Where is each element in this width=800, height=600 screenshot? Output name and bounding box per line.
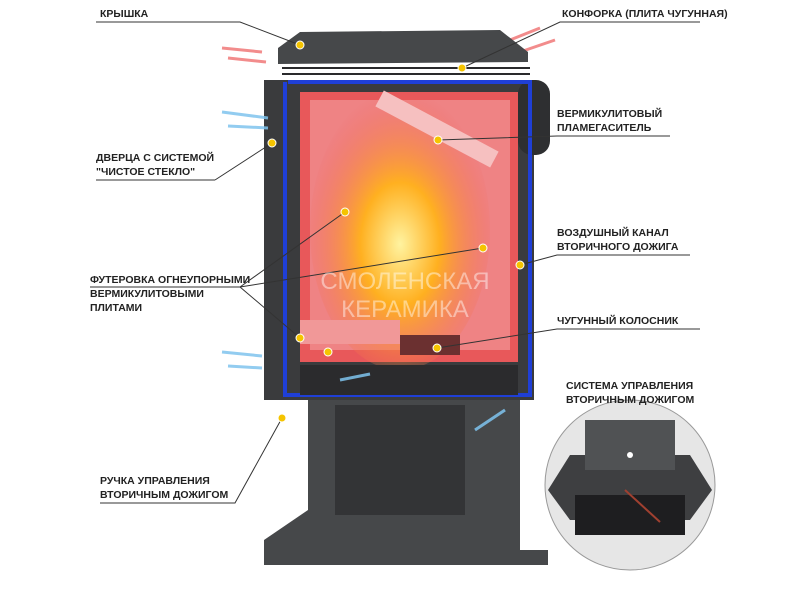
air-channel-outline [283, 80, 532, 397]
label-line: ВТОРИЧНЫМ ДОЖИГОМ [100, 489, 229, 501]
watermark: СМОЛЕНСКАЯ КЕРАМИКА [320, 268, 490, 323]
label-line: "ЧИСТОЕ СТЕКЛО" [96, 166, 196, 178]
flame [310, 90, 490, 370]
label-air-channel: ВОЗДУШНЫЙ КАНАЛ ВТОРИЧНОГО ДОЖИГА [557, 226, 679, 254]
air-arrows [221, 110, 506, 432]
flame-damper [375, 90, 499, 168]
label-door: ДВЕРЦА С СИСТЕМОЙ "ЧИСТОЕ СТЕКЛО" [96, 151, 214, 179]
label-line: ПЛАМЕГАСИТЕЛЬ [557, 122, 652, 134]
label-lid: КРЫШКА [100, 8, 149, 20]
flue-pipe [518, 80, 550, 155]
label-line: ВТОРИЧНОГО ДОЖИГА [557, 241, 679, 253]
label-line: ФУТЕРОВКА ОГНЕУПОРНЫМИ [90, 274, 251, 286]
label-line: ПЛИТАМИ [90, 302, 143, 314]
label-line: РУЧКА УПРАВЛЕНИЯ [100, 475, 210, 487]
leader-lines [90, 21, 700, 504]
label-control-system: СИСТЕМА УПРАВЛЕНИЯ ВТОРИЧНЫМ ДОЖИГОМ [566, 379, 694, 407]
label-flame-damper: ВЕРМИКУЛИТОВЫЙ ПЛАМЕГАСИТЕЛЬ [557, 107, 662, 135]
label-line: ВТОРИЧНЫМ ДОЖИГОМ [566, 394, 695, 406]
label-hotplate: КОНФОРКА (ПЛИТА ЧУГУННАЯ) [562, 8, 728, 20]
heat-arrows [221, 26, 556, 64]
label-line: ВОЗДУШНЫЙ КАНАЛ [557, 227, 669, 239]
label-lining: ФУТЕРОВКА ОГНЕУПОРНЫМИ ВЕРМИКУЛИТОВЫМИ П… [90, 273, 250, 315]
grate [400, 335, 460, 355]
label-control-handle: РУЧКА УПРАВЛЕНИЯ ВТОРИЧНЫМ ДОЖИГОМ [100, 474, 228, 502]
label-line: ДВЕРЦА С СИСТЕМОЙ [96, 152, 215, 164]
lid [278, 30, 528, 64]
label-line: СИСТЕМА УПРАВЛЕНИЯ [566, 380, 694, 392]
label-line: ВЕРМИКУЛИТОВЫМИ [90, 288, 204, 300]
markers [267, 40, 525, 423]
label-grate: ЧУГУННЫЙ КОЛОСНИК [557, 315, 679, 327]
inset-detail [544, 399, 716, 571]
label-line: ВЕРМИКУЛИТОВЫЙ [557, 108, 663, 120]
